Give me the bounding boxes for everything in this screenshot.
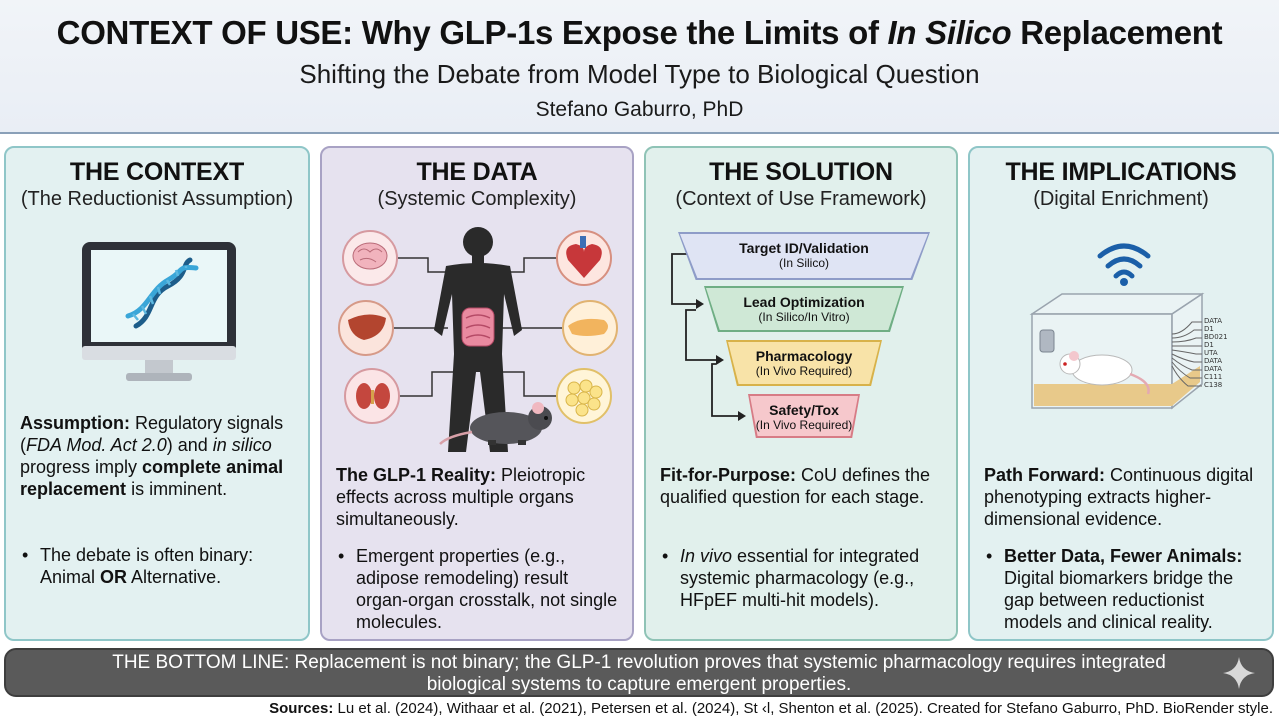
bullet-text: Digital biomarkers bridge the gap betwee… [1004,568,1234,632]
lead-text: is imminent. [126,479,228,499]
data-label: D1 [1204,341,1214,349]
pancreas-icon [562,300,618,356]
funnel-step-body: Lead Optimization(In Silico/In Vitro) [706,288,902,330]
panel-context: THE CONTEXT (The Reductionist Assumption… [4,146,310,641]
sources-line: Sources: Lu et al. (2024), Withaar et al… [0,700,1273,717]
panel-title: THE DATA [416,158,538,186]
funnel-step-body: Target ID/Validation(In Silico) [680,234,928,278]
lead-text: Continuous digital phenotyping extracts … [984,465,1254,529]
sparkle-icon [1223,657,1255,689]
adipose-tissue-icon [556,368,612,424]
sources-text: Lu et al. (2024), Withaar et al. (2021),… [333,700,1273,717]
funnel-step-title: Target ID/Validation [739,240,869,256]
bottom-line-text-1: THE BOTTOM LINE: Replacement is not bina… [112,652,1166,673]
funnel-step-subtitle: (In Vivo Required) [755,418,853,432]
panel-subtitle: (The Reductionist Assumption) [20,188,294,210]
funnel-step-body: Safety/Tox(In Vivo Required) [750,396,858,436]
panel-title: THE IMPLICATIONS [1005,158,1237,186]
bullet-italic: In vivo [680,546,733,566]
funnel-step-title: Lead Optimization [743,294,865,310]
funnel-connectors [671,253,746,421]
implications-bullet: •Better Data, Fewer Animals: Digital bio… [986,546,1243,632]
bottom-line-text-2: biological systems to capture emergent p… [426,674,852,695]
panel-subtitle: (Digital Enrichment) [1033,188,1209,210]
wifi-icon [1097,243,1151,279]
data-label: D1 [1204,325,1214,333]
header: CONTEXT OF USE: Why GLP-1s Expose the Li… [0,0,1279,134]
lead-bold: complete animal replacement [20,457,284,499]
funnel-step: Safety/Tox(In Vivo Required) [748,394,860,438]
digital-cage-diagram [1029,243,1205,410]
mouse-icon [439,402,552,445]
bullet-bold: OR [100,567,128,587]
data-lead: The GLP-1 Reality: Pleiotropic effects a… [336,464,622,530]
data-label: UTA [1204,349,1218,357]
author: Stefano Gaburro, PhD [535,98,744,121]
lead-label: Path Forward: [984,465,1106,485]
bullet-text: The debate is often binary: Animal [40,545,254,587]
panel-title: THE CONTEXT [69,158,245,186]
sources-label: Sources: [269,700,334,717]
lead-text: Pleiotropic effects across multiple orga… [336,465,586,529]
funnel-step: Target ID/Validation(In Silico) [678,232,930,280]
page-subtitle: Shifting the Debate from Model Type to B… [299,59,980,89]
context-bullet: •The debate is often binary: Animal OR A… [22,545,254,587]
funnel-step-title: Safety/Tox [769,402,839,418]
lead-label: Fit-for-Purpose: [660,465,796,485]
funnel-step-subtitle: (In Vivo Required) [755,364,853,378]
brain-icon [342,230,398,286]
panel-title: THE SOLUTION [709,158,893,186]
funnel-step-subtitle: (In Silico) [778,256,829,270]
lead-italic: in silico [212,435,272,455]
solution-bullet: •In vivo essential for integrated system… [662,546,920,610]
panel-data: THE DATA (Systemic Complexity) [320,146,634,641]
implications-lead: Path Forward: Continuous digital phenoty… [984,464,1262,530]
computer-dna-icon [82,242,236,381]
funnel-step-title: Pharmacology [755,348,853,364]
panel-subtitle: (Context of Use Framework) [675,188,927,210]
body-organs-diagram [338,227,618,452]
kidneys-icon [344,368,400,424]
bullet-text: essential for integrated systemic pharma… [680,546,920,610]
panel-implications: THE IMPLICATIONS (Digital Enrichment) [968,146,1274,641]
data-label: DATA [1204,317,1223,325]
lead-italic: FDA Mod. Act 2.0 [26,435,167,455]
lead-label: Assumption: [20,413,130,433]
title-text-1: CONTEXT OF USE: Why GLP-1s Expose the Li… [56,14,888,51]
bottom-line-banner: THE BOTTOM LINE: Replacement is not bina… [4,648,1274,697]
data-label: DATA [1204,357,1223,365]
funnel-step: Pharmacology(In Vivo Required) [726,340,882,386]
data-label: C138 [1204,381,1223,389]
solution-lead: Fit-for-Purpose: CoU defines the qualifi… [660,464,946,508]
bullet-text: Emergent properties (e.g., adipose remod… [356,546,618,632]
context-lead: Assumption: Regulatory signals (FDA Mod.… [20,412,298,500]
lead-text: CoU defines the qualified question for e… [660,465,931,507]
lead-text: progress imply [20,457,143,477]
lead-label: The GLP-1 Reality: [336,465,497,485]
funnel-step: Lead Optimization(In Silico/In Vitro) [704,286,904,332]
funnel-step-subtitle: (In Silico/In Vitro) [758,310,850,324]
title-italic: In Silico [887,14,1012,51]
data-label: BD021 [1204,333,1228,341]
data-label: DATA [1204,365,1223,373]
panel-subtitle: (Systemic Complexity) [377,188,577,210]
heart-icon [556,230,612,286]
panel-solution: THE SOLUTION (Context of Use Framework) … [644,146,958,641]
page-title: CONTEXT OF USE: Why GLP-1s Expose the Li… [0,14,1279,52]
human-silhouette-icon [434,227,522,452]
rat-icon [1059,351,1150,395]
lead-text: Regulatory signals ( [20,413,284,455]
lead-text: ) and [166,435,213,455]
title-text-2: Replacement [1011,14,1223,51]
data-label: C111 [1204,373,1223,381]
data-bullet: •Emergent properties (e.g., adipose remo… [338,546,618,632]
bullet-text: Alternative. [127,567,222,587]
bullet-bold: Better Data, Fewer Animals: [1004,546,1243,566]
liver-icon [338,300,394,356]
funnel-step-body: Pharmacology(In Vivo Required) [728,342,880,384]
